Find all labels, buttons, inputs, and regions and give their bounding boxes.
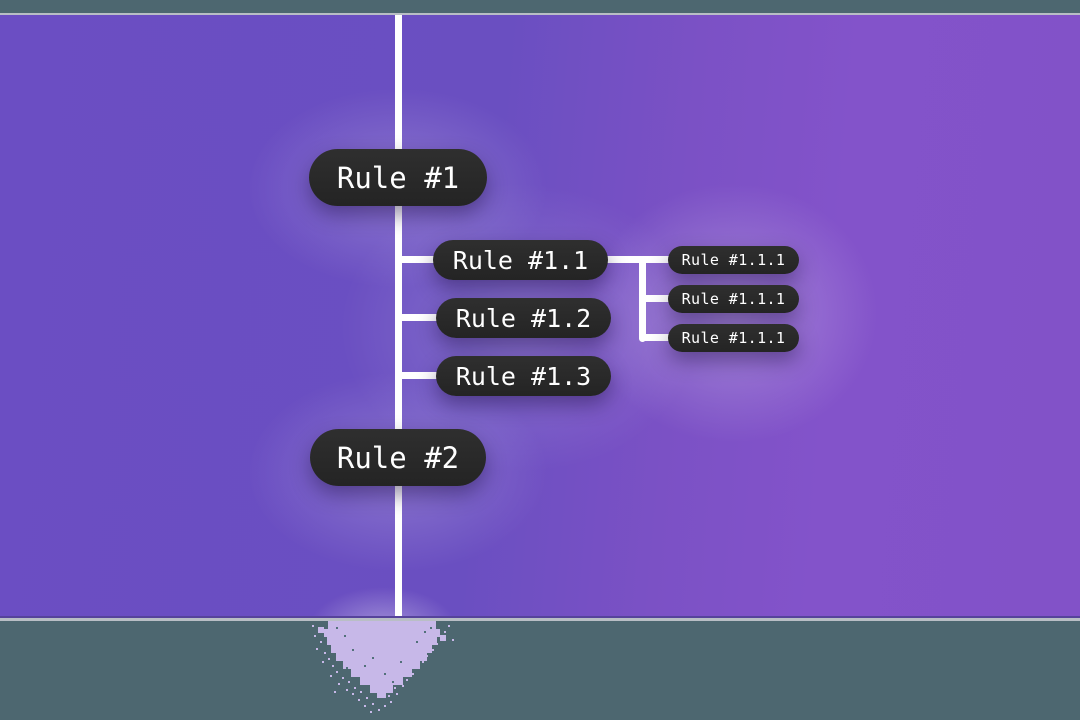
glow-trunk-bottom [308,587,458,616]
panel-top-border [0,13,1080,15]
node-rule-1-1-1-c: Rule #1.1.1 [668,324,799,352]
panel-bottom-edge [0,616,1080,618]
node-rule-1-2: Rule #1.2 [436,298,611,338]
connector-rule12 [398,314,440,321]
connector-rule111-bottom [639,334,672,341]
connector-rule11 [398,256,440,263]
node-rule-1-1-1-c-label: Rule #1.1.1 [681,329,786,347]
node-rule-1-1-1-b-label: Rule #1.1.1 [681,290,786,308]
node-rule-1: Rule #1 [309,149,487,206]
node-rule-1-1: Rule #1.1 [433,240,608,280]
glow-right-cluster [588,183,878,443]
node-rule-2-label: Rule #2 [336,440,460,475]
purple-panel: Rule #1 Rule #1.1 Rule #1.2 Rule #1.3 Ru… [0,15,1080,616]
node-rule-1-1-1-a: Rule #1.1.1 [668,246,799,274]
panel-bottom-border [0,618,1080,621]
connector-rule111-top [600,256,672,263]
node-rule-1-2-label: Rule #1.2 [455,303,592,333]
node-rule-1-1-1-a-label: Rule #1.1.1 [681,251,786,269]
node-rule-1-3-label: Rule #1.3 [455,361,592,391]
connector-rule111-middle [639,295,672,302]
node-rule-1-label: Rule #1 [336,160,460,195]
pixel-dither-glow [312,621,454,713]
node-rule-1-3: Rule #1.3 [436,356,611,396]
node-rule-1-1-1-b: Rule #1.1.1 [668,285,799,313]
node-rule-1-1-label: Rule #1.1 [452,245,589,275]
node-rule-2: Rule #2 [310,429,486,486]
connector-rule13 [398,372,440,379]
